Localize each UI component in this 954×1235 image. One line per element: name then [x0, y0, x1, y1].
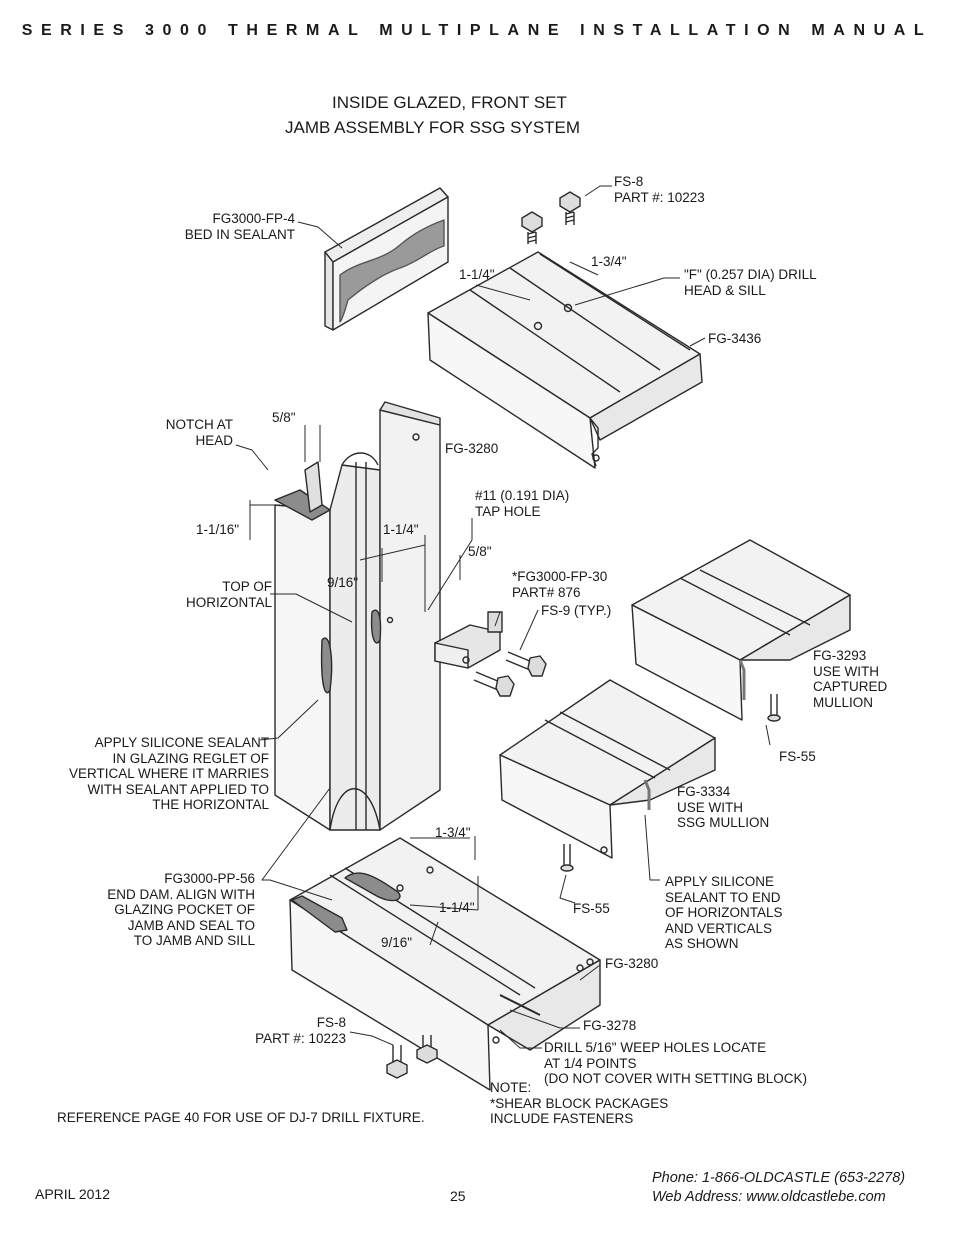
label-fg3334: FG-3334 USE WITH SSG MULLION — [677, 784, 770, 830]
label-dim-1-1-4-bottom: 1-1/4" — [439, 900, 475, 915]
footer-phone: Phone: 1-866-OLDCASTLE (653-2278) — [652, 1170, 906, 1186]
label-dim-1-3-4-top: 1-3/4" — [591, 254, 627, 269]
label-fs55-right: FS-55 — [779, 749, 816, 764]
label-dim-1-1-4-mid: 1-1/4" — [383, 522, 419, 537]
label-fg3000-pp56: FG3000-PP-56 END DAM. ALIGN WITH GLAZING… — [107, 871, 255, 948]
label-apply-sealant-horizontal: APPLY SILICONE SEALANT TO END OF HORIZON… — [665, 874, 783, 951]
label-fg3436: FG-3436 — [708, 331, 762, 346]
fs55-screws — [560, 694, 781, 872]
title-line-2: JAMB ASSEMBLY FOR SSG SYSTEM — [285, 118, 581, 137]
label-dim-1-3-4-bottom: 1-3/4" — [435, 825, 471, 840]
label-fs9: FS-9 (TYP.) — [541, 603, 612, 618]
fp30-shear-block — [434, 611, 503, 669]
label-weep-holes: DRILL 5/16" WEEP HOLES LOCATE AT 1/4 POI… — [544, 1040, 808, 1086]
footer-contact: Phone: 1-866-OLDCASTLE (653-2278) Web Ad… — [652, 1169, 905, 1207]
fg3436-head — [427, 251, 703, 469]
title-line-1: INSIDE GLAZED, FRONT SET — [332, 93, 567, 112]
label-tap-hole: #11 (0.191 DIA) TAP HOLE — [475, 488, 570, 519]
manual-header: SERIES 3000 THERMAL MULTIPLANE INSTALLAT… — [21, 22, 933, 39]
fs8-screws-top — [521, 191, 581, 244]
fg3334-horizontal — [499, 679, 716, 859]
label-dim-5-8-b: 5/8" — [468, 544, 492, 559]
fg3280-sill — [289, 837, 601, 1091]
label-fs8-bottom: FS-8 PART #: 10223 — [255, 1015, 346, 1046]
fg3280-jamb — [274, 401, 441, 831]
label-fg3293: FG-3293 USE WITH CAPTURED MULLION — [813, 648, 888, 710]
fg3293-horizontal — [631, 539, 851, 721]
label-note: NOTE: *SHEAR BLOCK PACKAGES INCLUDE FAST… — [490, 1080, 669, 1126]
label-notch-at-head: NOTCH AT HEAD — [165, 417, 233, 448]
leader-lines — [235, 185, 771, 1049]
label-dim-5-8: 5/8" — [272, 410, 296, 425]
label-dim-1-1-4-top: 1-1/4" — [459, 267, 495, 282]
label-dim-9-16-bottom: 9/16" — [381, 935, 413, 950]
label-reference: REFERENCE PAGE 40 FOR USE OF DJ-7 DRILL … — [57, 1110, 425, 1125]
label-fg3280-top: FG-3280 — [445, 441, 499, 456]
label-fs8-top: FS-8 PART #: 10223 — [614, 174, 705, 205]
footer-date: APRIL 2012 — [35, 1186, 110, 1202]
footer-web: Web Address: www.oldcastlebe.com — [652, 1189, 886, 1205]
label-fg3000-fp4: FG3000-FP-4 BED IN SEALANT — [184, 211, 295, 242]
fp4-plate — [324, 187, 449, 331]
fs9-screws — [473, 651, 547, 697]
label-fs55-left: FS-55 — [573, 901, 610, 916]
fs8-screws-bottom — [386, 1035, 438, 1079]
label-top-of-horizontal: TOP OF HORIZONTAL — [185, 579, 272, 610]
label-dim-1-1-16: 1-1/16" — [196, 522, 240, 537]
footer-page-number: 25 — [450, 1188, 466, 1204]
label-dim-9-16: 9/16" — [327, 575, 359, 590]
label-f-drill: "F" (0.257 DIA) DRILL HEAD & SILL — [684, 267, 817, 298]
label-fg3280-bottom: FG-3280 — [605, 956, 659, 971]
label-apply-sealant-vertical: APPLY SILICONE SEALANT IN GLAZING REGLET… — [68, 735, 269, 812]
label-fg3278: FG-3278 — [583, 1018, 637, 1033]
label-fg3000-fp30: *FG3000-FP-30 PART# 876 — [512, 569, 608, 600]
